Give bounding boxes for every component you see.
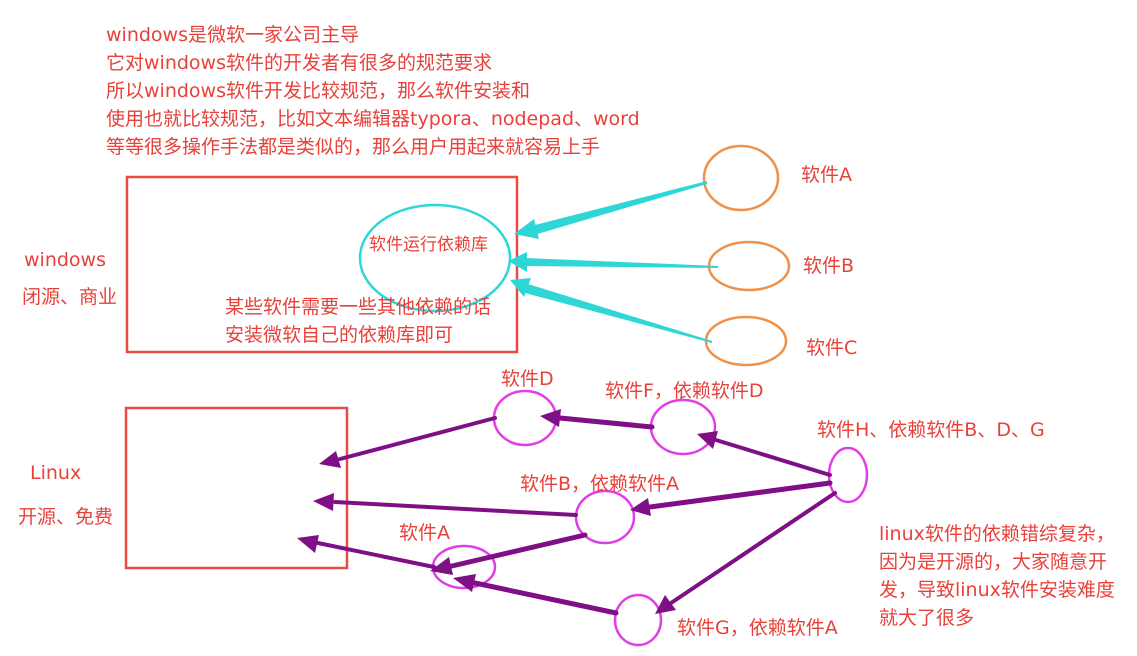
- linux-note-line: 就大了很多: [879, 607, 975, 629]
- windows-explanation-note: windows是微软一家公司主导 它对windows软件的开发者有很多的规范要求…: [106, 21, 640, 161]
- arrow-b-to-a-head: [430, 557, 453, 575]
- linux-note-line: 因为是开源的，大家随意开: [879, 551, 1108, 573]
- arrow-b-to-a: [449, 532, 588, 569]
- linux-explanation-note: linux软件的依赖错综复杂， 因为是开源的，大家随意开 发，导致linux软件…: [879, 520, 1115, 632]
- arrow-b-to-linux: [333, 500, 578, 517]
- linux-software-g-label: 软件G，依赖软件A: [677, 617, 838, 639]
- linux-note-line: linux软件的依赖错综复杂，: [879, 523, 1115, 545]
- arrow-d-to-linux: [338, 416, 497, 461]
- library-node: [358, 203, 512, 313]
- arrow-a-to-library-head: [514, 219, 539, 239]
- dependency-note-line: 安装微软自己的依赖库即可: [225, 324, 454, 346]
- linux-software-f-label: 软件F，依赖软件D: [605, 380, 764, 402]
- arrow-h-to-b-head: [630, 498, 651, 516]
- linux-software-b-label: 软件B，依赖软件A: [520, 473, 680, 495]
- arrow-b-to-library-head: [508, 252, 527, 272]
- arrow-a-to-linux: [316, 541, 436, 569]
- software-a-label: 软件A: [801, 164, 852, 186]
- arrow-a-to-linux-head: [297, 535, 319, 553]
- linux-software-b-node: [574, 489, 636, 545]
- windows-dependency-note: 某些软件需要一些其他依赖的话 安装微软自己的依赖库即可: [225, 293, 491, 349]
- library-label: 软件运行依赖库: [369, 235, 488, 255]
- arrow-h-to-g-head: [655, 595, 676, 614]
- linux-software-a-label: 软件A: [399, 522, 450, 544]
- windows-subtitle: 闭源、商业: [22, 286, 118, 308]
- linux-arrows: [297, 409, 837, 616]
- linux-software-g-node: [613, 593, 663, 647]
- linux-software-h-label: 软件H、依赖软件B、D、G: [817, 419, 1045, 441]
- linux-title: Linux: [30, 462, 82, 484]
- windows-title: windows: [24, 249, 106, 271]
- arrow-b-to-linux-head: [313, 493, 334, 511]
- arrow-h-to-g: [669, 491, 837, 605]
- arrow-g-to-a: [472, 580, 619, 616]
- dependency-note-line: 某些软件需要一些其他依赖的话: [225, 296, 492, 318]
- arrow-b-to-library: [525, 258, 718, 268]
- arrow-h-to-b: [647, 480, 833, 510]
- arrow-c-to-library-head: [510, 278, 531, 297]
- windows-note-line: 等等很多操作手法都是类似的，那么用户用起来就容易上手: [106, 136, 601, 158]
- linux-box: [124, 406, 349, 570]
- windows-note-line: 它对windows软件的开发者有很多的规范要求: [106, 52, 492, 74]
- software-c-label: 软件C: [806, 337, 858, 359]
- linux-note-line: 发，导致linux软件安装难度: [879, 579, 1115, 601]
- arrow-d-to-linux-head: [319, 451, 341, 468]
- arrow-f-to-d: [557, 415, 655, 430]
- linux-software-d-label: 软件D: [501, 368, 554, 390]
- windows-note-line: 使用也就比较规范，比如文本编辑器typora、nodepad、word: [106, 108, 640, 130]
- software-b-node: [707, 240, 791, 292]
- linux-software-f-node: [649, 398, 717, 456]
- arrow-g-to-a-head: [453, 574, 476, 592]
- linux-subtitle: 开源、免费: [18, 506, 114, 528]
- windows-note-line: 所以windows软件开发比较规范，那么软件安装和: [106, 80, 530, 102]
- software-b-label: 软件B: [803, 255, 855, 277]
- software-c-node: [704, 315, 788, 367]
- arrow-f-to-d-head: [540, 409, 561, 427]
- arrow-c-to-library: [525, 284, 712, 343]
- windows-note-line: windows是微软一家公司主导: [106, 24, 359, 46]
- windows-arrows: [508, 181, 718, 343]
- arrow-h-to-f-head: [697, 431, 718, 449]
- arrow-h-to-f: [714, 438, 832, 477]
- arrow-a-to-library: [531, 181, 707, 235]
- software-a-node: [702, 144, 780, 212]
